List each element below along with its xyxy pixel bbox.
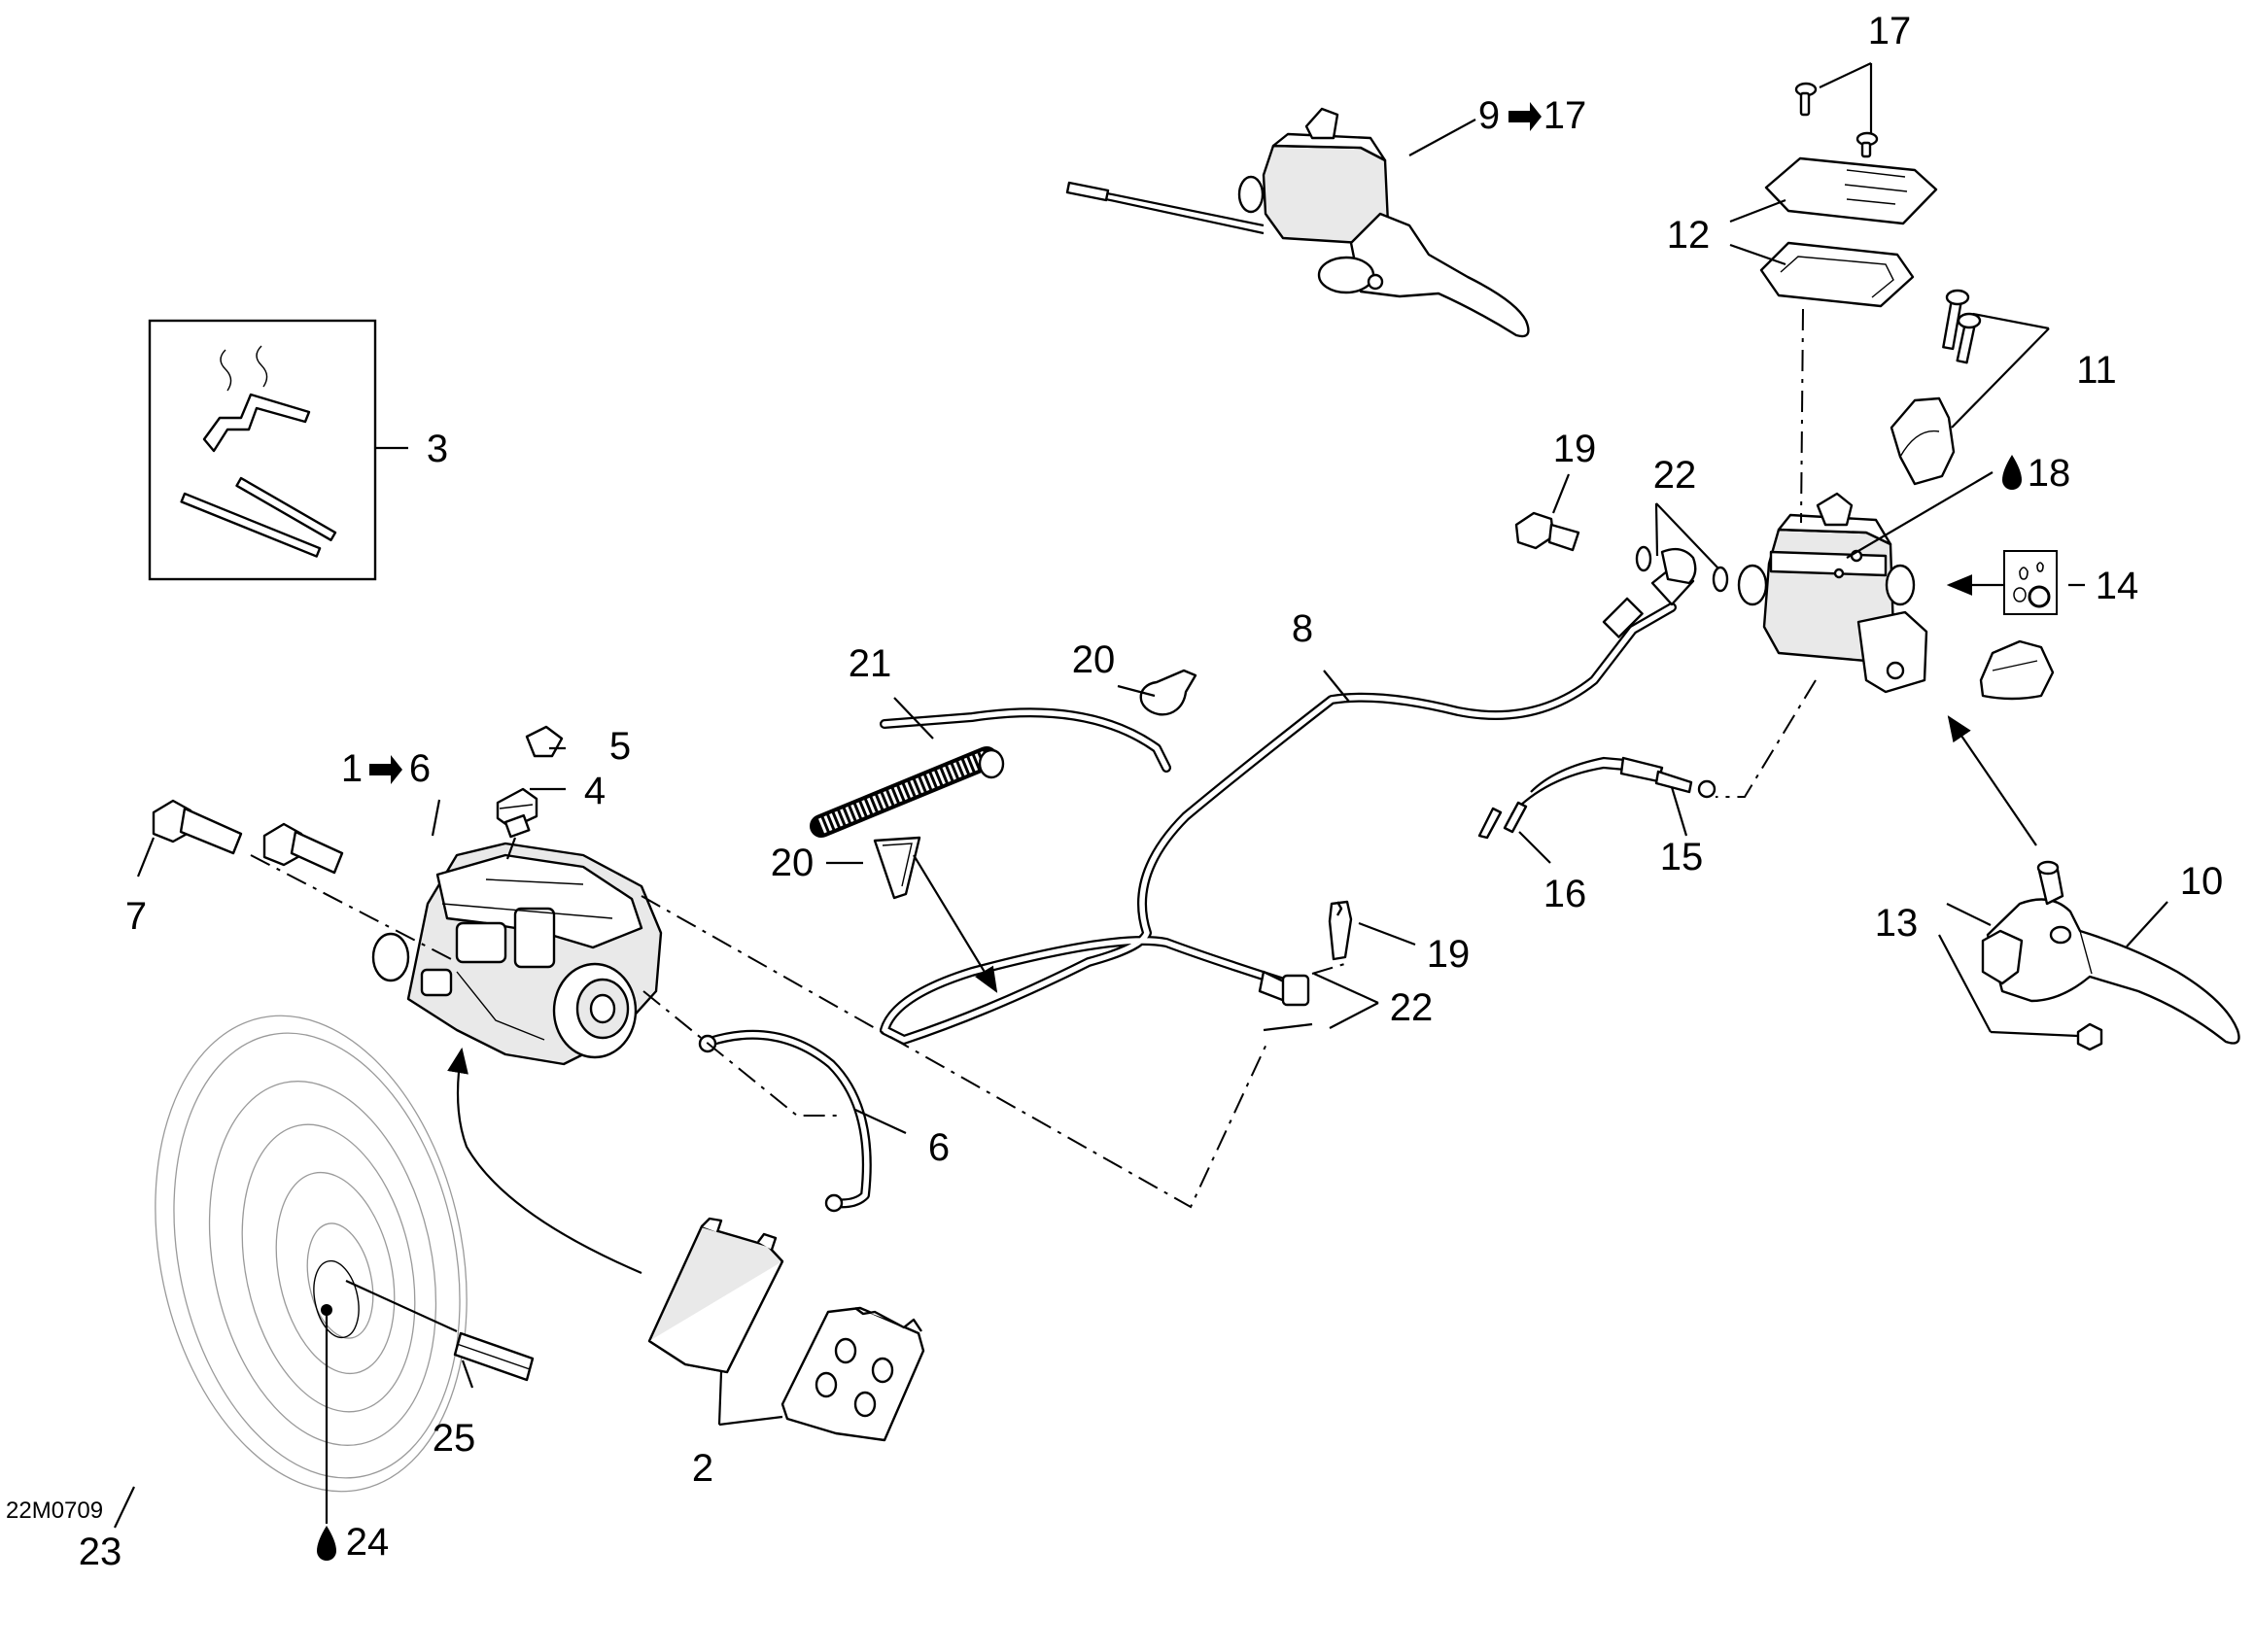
cover-screws-drawing <box>1794 82 1879 158</box>
callout-21: 21 <box>849 642 892 685</box>
lubricant-label-icon <box>2003 550 2058 615</box>
pin-kit-box <box>148 319 408 581</box>
brake-pads-drawing <box>647 1217 925 1442</box>
master-cylinder-drawing <box>1737 492 1928 694</box>
callout-24: 24 <box>346 1521 390 1564</box>
main-brake-hose-drawing <box>880 562 1695 1045</box>
callout-22-top: 22 <box>1653 454 1697 497</box>
callout-6: 6 <box>928 1126 950 1169</box>
reservoir-cover-drawing <box>1759 156 1938 308</box>
callout-labels: 1 6 9 17 2 3 4 5 6 7 8 10 11 12 13 14 15… <box>6 10 2223 1573</box>
fluid-drop-icon <box>317 1526 336 1561</box>
callout-7: 7 <box>125 895 147 938</box>
assembly-arrows <box>447 854 998 1275</box>
caliper-drawing <box>371 842 663 1066</box>
callout-1-range-end: 6 <box>409 747 431 790</box>
spiral-wrap-drawing <box>810 746 1005 838</box>
callout-13: 13 <box>1875 902 1919 945</box>
callout-25: 25 <box>433 1417 476 1460</box>
callout-12: 12 <box>1667 214 1711 257</box>
right-arrow-icon <box>369 755 402 784</box>
callout-11: 11 <box>2076 349 2117 392</box>
callout-18: 18 <box>2028 452 2071 495</box>
callout-1: 1 <box>341 747 363 790</box>
callout-23: 23 <box>79 1531 122 1573</box>
clamp-drawing <box>1890 289 1982 486</box>
master-cylinder-assembly-drawing <box>1065 107 1530 338</box>
leader-lines <box>114 62 2168 1529</box>
callout-2: 2 <box>692 1447 713 1490</box>
callout-14: 14 <box>2096 565 2139 607</box>
callout-9: 9 <box>1478 94 1500 137</box>
callout-3: 3 <box>427 428 448 470</box>
callout-17: 17 <box>1868 10 1912 52</box>
callout-5: 5 <box>609 725 631 768</box>
boot-drawing <box>1979 639 2055 701</box>
bleeder-screw-drawing <box>496 725 564 860</box>
brake-disc-drawing <box>155 1015 468 1524</box>
fluid-drop-icon <box>2002 455 2022 490</box>
callout-16: 16 <box>1543 873 1587 915</box>
callout-9-range-end: 17 <box>1543 94 1587 137</box>
callout-22-bottom: 22 <box>1390 986 1434 1029</box>
key-drawing <box>453 1331 535 1382</box>
callout-10: 10 <box>2180 860 2224 903</box>
right-arrow-icon <box>1508 102 1542 131</box>
alignment-lines <box>250 308 1817 1209</box>
callout-15: 15 <box>1660 836 1704 878</box>
banjo-bolt-drawing <box>1514 511 1729 593</box>
short-hose-drawing <box>698 1029 872 1213</box>
callout-20-left: 20 <box>771 842 815 884</box>
callout-19-top: 19 <box>1553 428 1597 470</box>
clips-drawing <box>873 669 1197 900</box>
callout-19-bottom: 19 <box>1427 933 1471 976</box>
brake-switch-drawing <box>1477 756 1717 840</box>
callout-4: 4 <box>584 770 606 812</box>
caliper-bolts-drawing <box>152 799 344 875</box>
callout-20-top: 20 <box>1072 638 1116 681</box>
callout-8: 8 <box>1292 607 1313 650</box>
figure-code: 22M0709 <box>6 1497 103 1524</box>
brake-lever-drawing <box>1981 860 2240 1051</box>
wire-drawing <box>880 707 1171 773</box>
